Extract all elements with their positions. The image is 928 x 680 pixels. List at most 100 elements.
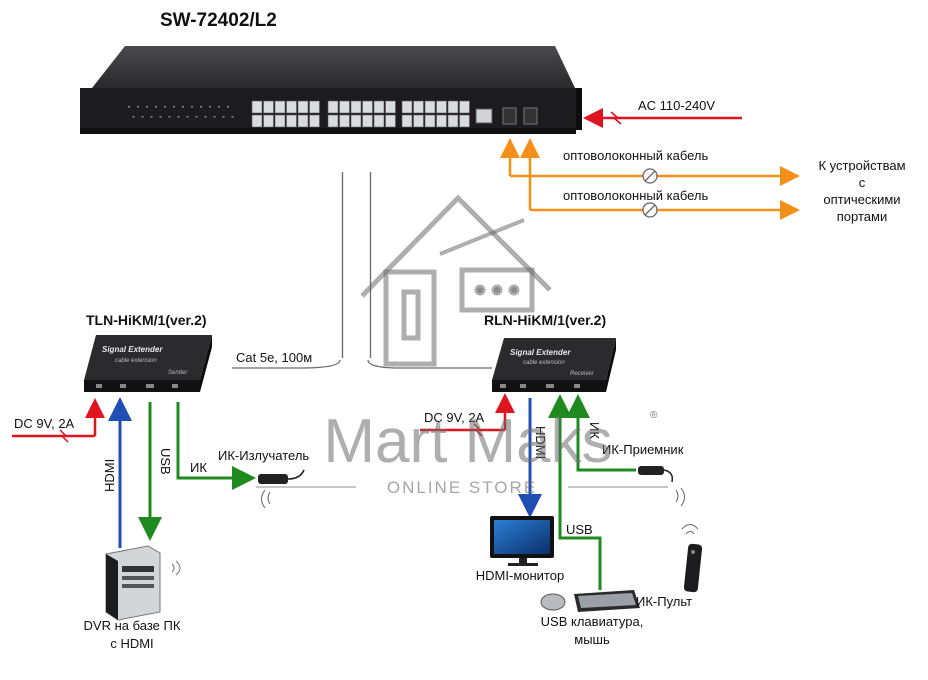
rj45-port <box>297 114 309 128</box>
status-led <box>209 106 211 108</box>
status-led <box>132 116 135 118</box>
sender-model-label: TLN-HiKM/1(ver.2) <box>86 312 207 328</box>
keyboard-label-line1: USB клавиатура, <box>541 614 644 629</box>
receiver-power-label: DC 9V, 2A <box>424 410 485 425</box>
rj45-port <box>286 100 297 114</box>
pc-tower-icon <box>105 545 181 621</box>
rj45-port <box>274 114 286 128</box>
status-led <box>182 106 184 108</box>
receiver-face-role: Receiver <box>570 371 595 377</box>
ac-power-arrow <box>583 108 742 128</box>
status-led <box>177 116 180 118</box>
fiber-cable-label-2: оптоволоконный кабель <box>563 188 708 203</box>
status-led <box>173 106 175 108</box>
ir-emitter-icon <box>258 469 305 509</box>
status-led <box>164 106 166 108</box>
rj45-port <box>350 100 362 114</box>
rj45-port <box>263 114 274 128</box>
status-led <box>159 116 162 118</box>
sender-usb-label: USB <box>158 448 173 475</box>
ac-power-label: AC 110-240V <box>638 98 715 113</box>
rj45-port <box>401 114 413 128</box>
sender-ir-arrow <box>176 402 256 490</box>
rj45-port <box>339 114 350 128</box>
rj45-port <box>251 114 263 128</box>
remote-label: ИК-Пульт <box>636 594 692 609</box>
remote-control-icon <box>681 524 703 593</box>
status-led <box>137 106 139 108</box>
rj45-port <box>385 100 396 114</box>
watermark-house-icon <box>360 194 552 367</box>
rj45-port <box>274 100 286 114</box>
status-led <box>146 106 148 108</box>
rj45-port <box>424 114 436 128</box>
sender-face-sub: cable extension <box>115 358 157 364</box>
pc-label-line2: с HDMI <box>110 636 153 651</box>
status-led <box>213 116 216 118</box>
status-led <box>155 106 157 108</box>
status-led <box>222 116 225 118</box>
receiver-device: Signal Extender cable extension Receiver <box>492 338 616 392</box>
lightning-icon <box>610 111 622 125</box>
rj45-port <box>373 114 385 128</box>
rj45-port <box>309 100 320 114</box>
sender-face-title: Signal Extender <box>102 345 163 354</box>
rj45-port <box>459 100 470 114</box>
rj45-port <box>436 100 447 114</box>
watermark-store: ONLINE STORE <box>387 478 537 497</box>
fiber-target-line1: К устройствам <box>818 158 905 173</box>
network-switch <box>80 46 582 134</box>
cat5e-cable <box>232 172 492 369</box>
status-led <box>200 106 202 108</box>
watermark-brand: Mart Maks <box>323 407 612 476</box>
rj45-port <box>362 114 373 128</box>
sender-hdmi-label: HDMI <box>102 459 117 492</box>
status-led <box>195 116 198 118</box>
console-port <box>475 108 493 124</box>
monitor-icon <box>490 516 554 566</box>
sender-ir-label: ИК <box>190 460 207 475</box>
rj45-port <box>413 114 424 128</box>
rj45-port <box>385 114 396 128</box>
rj45-port <box>373 100 385 114</box>
fiber-break-icon-1 <box>642 168 658 184</box>
status-led <box>186 116 189 118</box>
receiver-hdmi-label: HDMI <box>533 426 548 459</box>
receiver-usb-label: USB <box>566 522 593 537</box>
rj45-port <box>309 114 320 128</box>
status-led <box>231 116 234 118</box>
rj45-port <box>459 114 470 128</box>
lightning-icon <box>473 423 483 437</box>
rj45-port <box>413 100 424 114</box>
receiver-face-title: Signal Extender <box>510 348 571 357</box>
rj45-port <box>350 114 362 128</box>
status-led <box>141 116 144 118</box>
ir-receiver-icon <box>638 466 685 507</box>
ir-emitter-label: ИК-Излучатель <box>218 448 309 463</box>
rj45-port <box>327 100 339 114</box>
receiver-face-sub: cable extension <box>523 360 565 366</box>
pc-label-line1: DVR на базе ПК <box>84 618 181 633</box>
status-led <box>168 116 171 118</box>
cat5e-label: Cat 5e, 100м <box>236 350 312 365</box>
fiber-break-icon-2 <box>642 202 658 218</box>
fiber-target-line3: оптическими <box>823 192 900 207</box>
rj45-port <box>424 100 436 114</box>
sender-face-role: Sender <box>168 370 188 376</box>
status-led <box>191 106 193 108</box>
switch-model-title: SW-72402/L2 <box>160 10 277 31</box>
rj45-port <box>447 114 459 128</box>
status-led <box>218 106 220 108</box>
mouse-icon <box>540 593 566 611</box>
switch-ports <box>128 100 470 128</box>
rj45-port <box>339 100 350 114</box>
fiber-cable-label-1: оптоволоконный кабель <box>563 148 708 163</box>
status-led <box>128 106 130 108</box>
receiver-ir-label: ИК <box>587 422 602 439</box>
rj45-port <box>401 100 413 114</box>
keyboard-icon <box>574 590 640 612</box>
rj45-port <box>286 114 297 128</box>
status-led <box>204 116 207 118</box>
